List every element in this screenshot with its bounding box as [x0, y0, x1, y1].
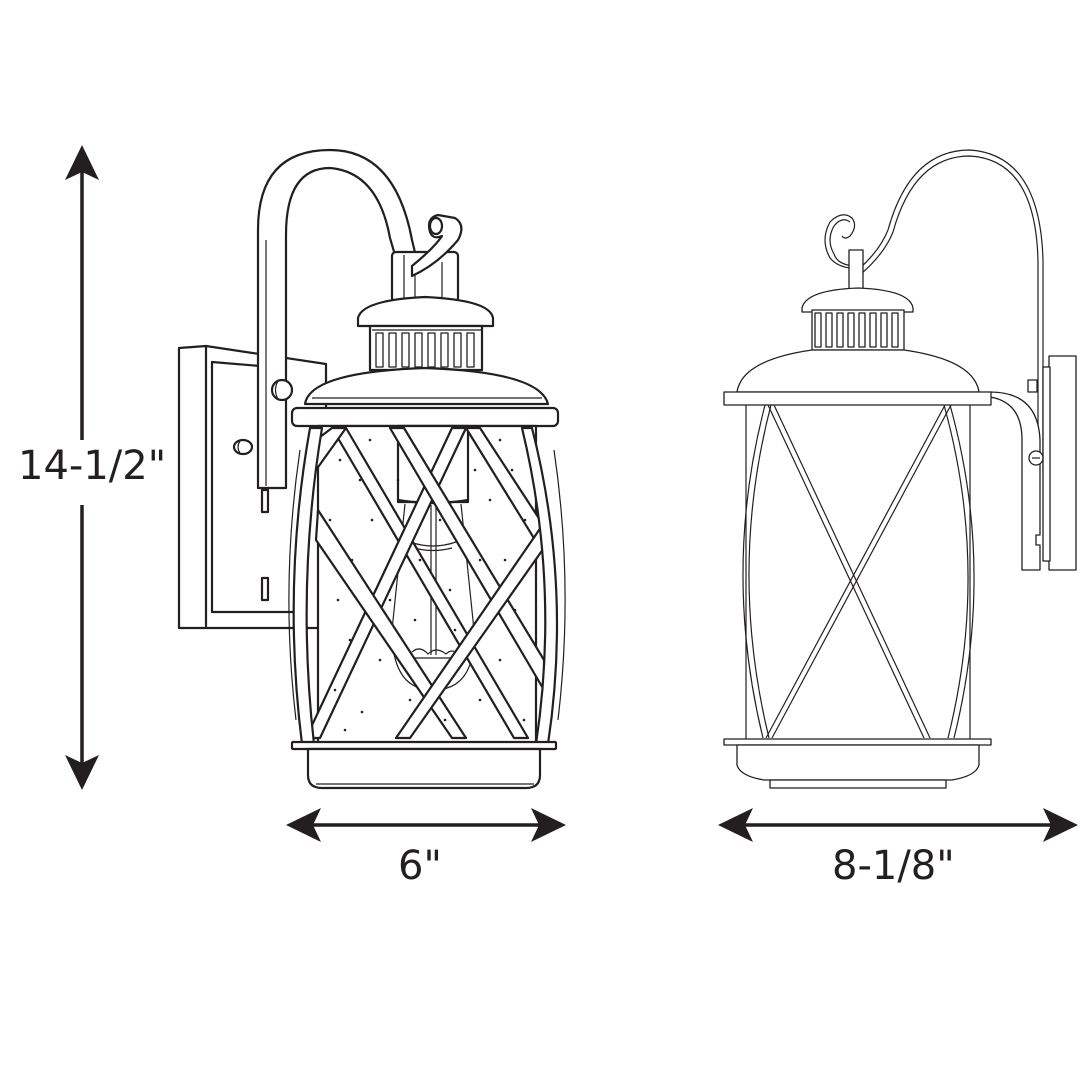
scroll-finial	[390, 213, 463, 304]
front-width-dimension-arrow	[286, 808, 566, 842]
side-width-dimension-arrow	[718, 808, 1078, 842]
front-width-dimension-label: 6"	[398, 843, 442, 889]
side-view-lantern	[723, 149, 1077, 789]
vented-cap	[290, 295, 560, 428]
glass-seed-dots	[328, 438, 527, 732]
side-lantern-base	[723, 738, 992, 789]
scroll-hook-arm	[824, 149, 1044, 470]
front-view-lantern	[177, 148, 566, 790]
side-x-frame-cage	[742, 404, 975, 740]
side-width-dimension-label: 8-1/8"	[832, 843, 955, 889]
cap-vents	[375, 332, 475, 368]
lantern-base	[290, 740, 558, 790]
wall-mount-bracket	[989, 355, 1077, 571]
height-dimension-label: 14-1/2"	[18, 442, 167, 490]
cross-cage-bars	[288, 426, 566, 746]
height-dimension-arrow	[65, 145, 99, 790]
side-vented-cap	[723, 287, 992, 406]
